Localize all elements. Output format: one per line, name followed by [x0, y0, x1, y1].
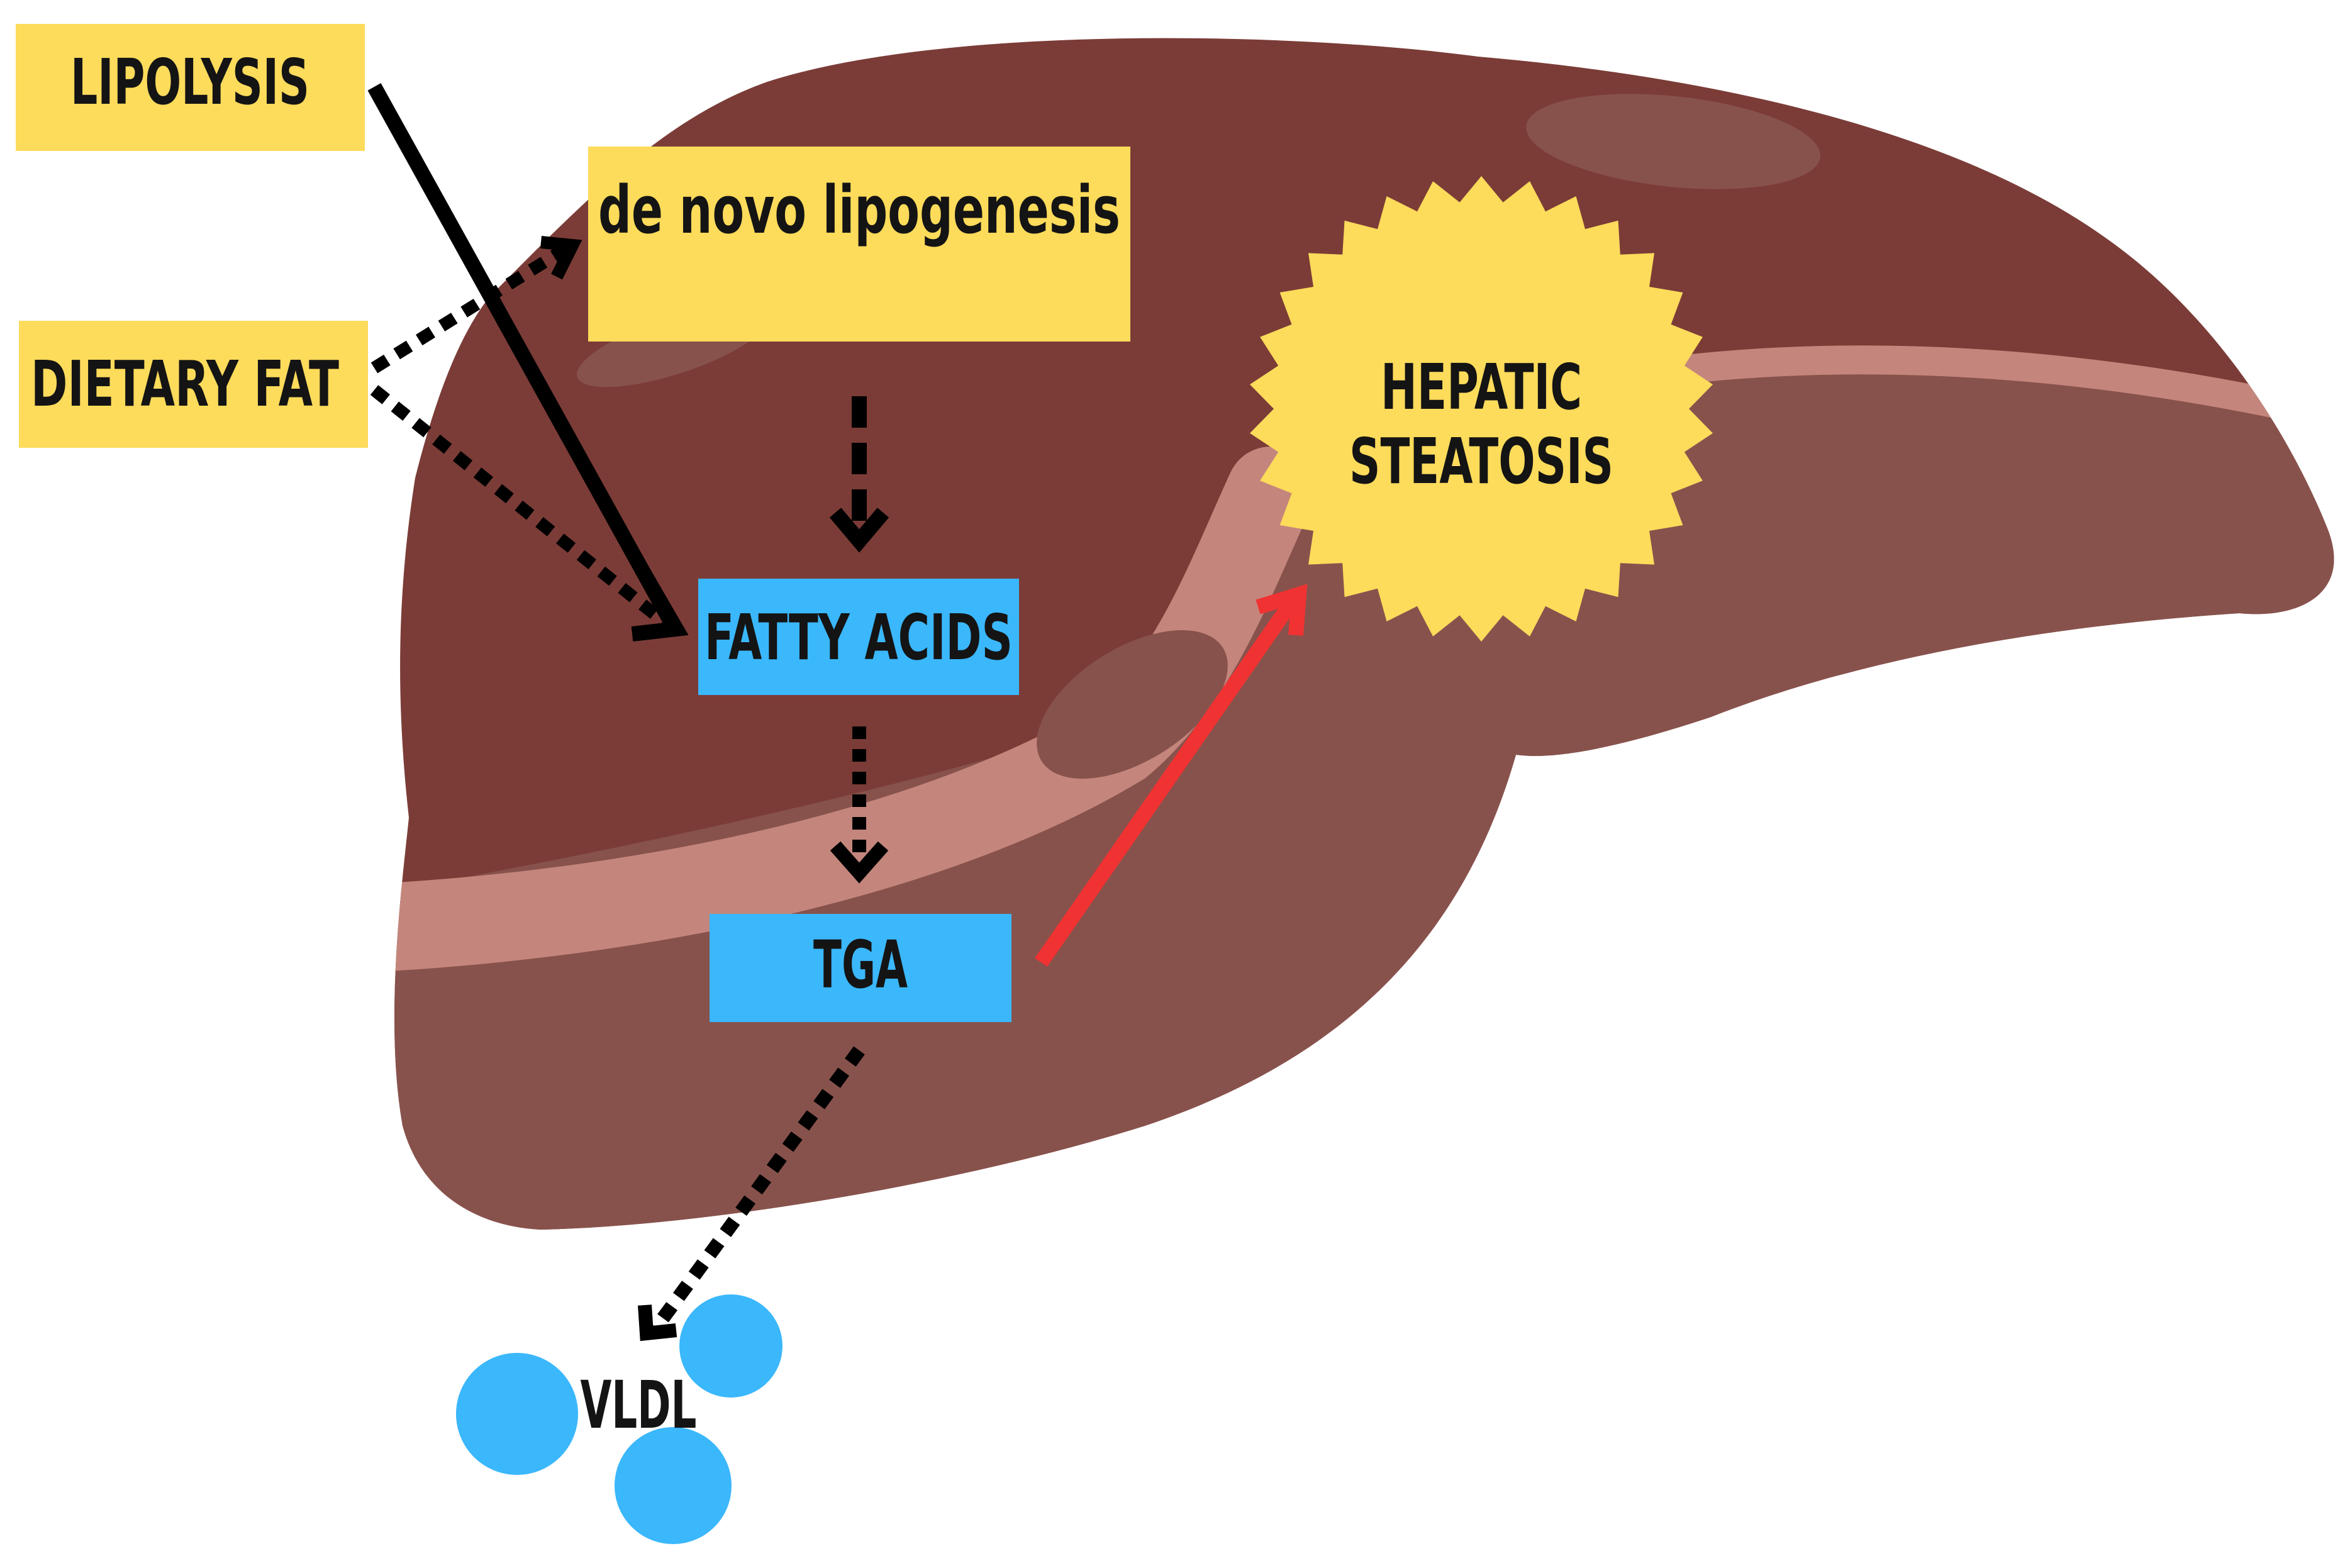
lipolysis-arrowhead — [631, 565, 689, 642]
arrows — [367, 83, 1308, 1342]
fatty-acids-label: FATTY ACIDS — [705, 601, 1013, 674]
dietary-to-denovo-arrowhead — [540, 236, 582, 280]
lipolysis-box: LIPOLYSIS — [16, 24, 365, 151]
hepatic-steatosis-badge: HEPATIC STEATOSIS — [1250, 176, 1713, 642]
tga-box: TGA — [710, 914, 1011, 1022]
tga-to-steatosis-arrow — [1035, 596, 1299, 967]
tga-to-steatosis-arrowhead — [1256, 584, 1308, 636]
dietary-to-fatty-acids-arrow — [370, 385, 677, 634]
vldl-particle-left — [456, 1353, 578, 1475]
fatty-acids-box: FATTY ACIDS — [698, 579, 1019, 695]
liver-highlight — [1526, 94, 1820, 189]
vldl-particle-bottom — [615, 1427, 732, 1544]
denovo-to-fatty-acids-arrowhead — [829, 508, 889, 553]
dietary-to-denovo-arrow — [370, 243, 570, 374]
de-novo-lipogenesis-box: de novo lipogenesis — [588, 147, 1130, 342]
liver-small-lobe — [1037, 630, 1228, 779]
liver-band — [394, 447, 1315, 972]
vldl-particle-top — [679, 1294, 783, 1398]
tga-to-vldl-arrowhead — [638, 1304, 677, 1342]
vldl-label: VLDL — [581, 1367, 697, 1443]
fatty-acids-to-tga-arrowhead — [830, 841, 889, 884]
steatosis-label-line1: HEPATIC — [1381, 350, 1582, 424]
tga-to-vldl-arrow — [649, 1046, 865, 1335]
dietary-fat-label: DIETARY FAT — [31, 347, 339, 421]
lipolysis-to-fatty-acids-arrow — [367, 83, 680, 630]
lipolysis-label: LIPOLYSIS — [70, 45, 309, 119]
steatosis-label-line2: STEATOSIS — [1349, 425, 1613, 498]
steatosis-starburst — [1250, 176, 1713, 642]
vldl-cluster: VLDL — [456, 1294, 783, 1544]
dietary-fat-box: DIETARY FAT — [19, 321, 368, 448]
tga-label: TGA — [813, 926, 908, 1003]
de-novo-lipogenesis-label: de novo lipogenesis — [598, 172, 1120, 248]
